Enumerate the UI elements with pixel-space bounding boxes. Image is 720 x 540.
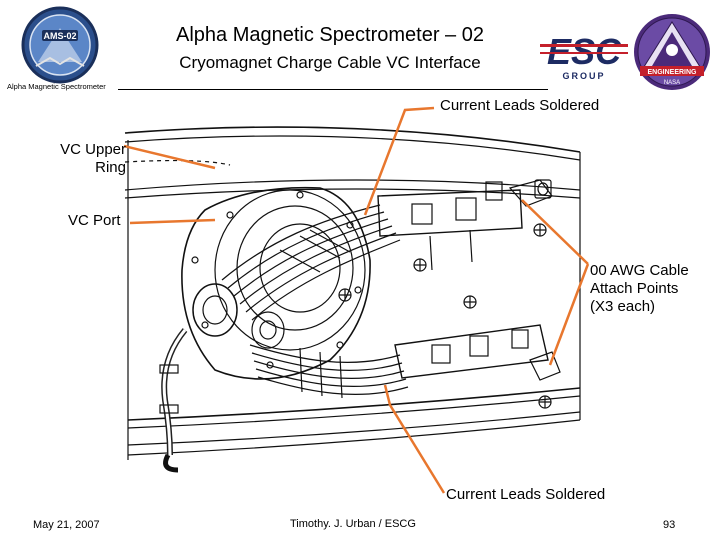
nasa-engineering-logo-icon: ENGINEERING NASA xyxy=(634,14,710,90)
callout-vc-upper-ring-line2: Ring xyxy=(95,159,126,176)
ams-02-patch-icon: AMS-02 xyxy=(21,6,99,84)
escg-logo-icon: ESC GROUP xyxy=(540,30,628,81)
callout-awg-line1: 00 AWG Cable xyxy=(590,262,689,279)
leader-awg-lower xyxy=(548,263,590,366)
leader-current-leads-bottom xyxy=(383,384,446,494)
footer-author: Timothy. J. Urban / ESCG xyxy=(290,518,416,530)
page-subtitle: Cryomagnet Charge Cable VC Interface xyxy=(179,53,481,72)
callout-current-leads-top: Current Leads Soldered xyxy=(440,97,600,114)
callout-awg-attach: 00 AWG Cable Attach Points (X3 each) xyxy=(590,262,689,316)
nasa-eng-text: ENGINEERING xyxy=(647,69,697,76)
leader-vc-port xyxy=(129,218,216,225)
leader-current-leads-top xyxy=(363,106,435,216)
callout-vc-upper-ring: VC Upper Ring xyxy=(46,141,126,177)
ams-badge-text: AMS-02 xyxy=(43,31,76,41)
callout-awg-line3: (X3 each) xyxy=(590,298,656,315)
nasa-text: NASA xyxy=(664,80,680,86)
callout-vc-port: VC Port xyxy=(68,212,121,229)
callout-current-leads-bottom: Current Leads Soldered xyxy=(446,486,606,503)
escg-logo-text: ESC xyxy=(547,31,622,72)
callout-vc-upper-ring-line1: VC Upper xyxy=(60,141,126,158)
header-divider xyxy=(118,89,548,90)
footer-page-number: 93 xyxy=(663,519,676,531)
escg-group-text: GROUP xyxy=(562,71,605,81)
cryomagnet-vc-drawing xyxy=(124,126,581,473)
footer-date: May 21, 2007 xyxy=(33,519,100,531)
leader-vc-upper-ring xyxy=(123,144,216,170)
callout-leaders xyxy=(123,106,590,494)
program-caption: Alpha Magnetic Spectrometer xyxy=(7,82,106,91)
page-title: Alpha Magnetic Spectrometer – 02 xyxy=(176,24,484,46)
leader-awg-upper xyxy=(521,199,589,265)
callout-awg-line2: Attach Points xyxy=(590,280,679,297)
